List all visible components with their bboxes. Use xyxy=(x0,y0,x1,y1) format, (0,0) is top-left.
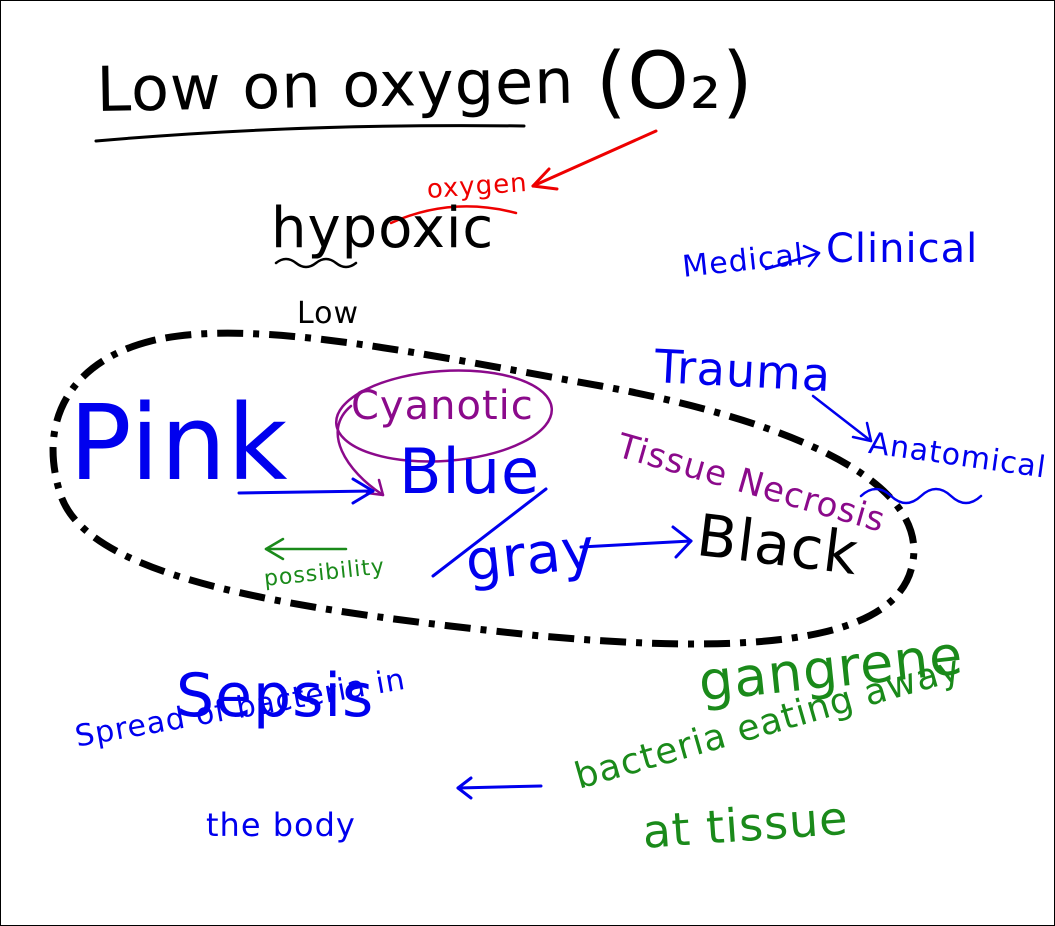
oxygen-formula: (O₂) xyxy=(596,37,754,127)
red-arrow xyxy=(531,129,658,188)
cyanotic-circle xyxy=(334,369,554,463)
clinical-word: Clinical xyxy=(826,226,979,272)
pink-blue-arrow xyxy=(237,489,375,495)
sepsis-definition-line2: the body xyxy=(206,806,356,844)
hypoxic-word: hypoxic xyxy=(271,196,495,261)
cyanotic-word: Cyanotic xyxy=(351,383,534,429)
gray-word: gray xyxy=(462,516,599,595)
gangrene-sepsis-arrow xyxy=(456,784,543,790)
red-arrowhead xyxy=(531,167,559,191)
trauma-arrow xyxy=(811,394,873,443)
dashed-oval xyxy=(49,329,918,648)
anatomical-squiggle xyxy=(859,487,983,505)
medical-arrow xyxy=(764,251,821,271)
black-word: Black xyxy=(693,501,863,589)
gangrene-definition-line2: at tissue xyxy=(640,790,851,859)
cyanotic-arrow xyxy=(336,404,385,497)
oxygen-label: oxygen xyxy=(425,167,529,205)
blue-word: Blue xyxy=(399,435,541,508)
oxygen-arc xyxy=(389,205,518,225)
pink-word: Pink xyxy=(69,382,289,504)
title-underline xyxy=(94,124,526,143)
hypo-squiggle xyxy=(274,257,358,269)
gray-black-arrow xyxy=(579,539,693,549)
blue-gray-slash xyxy=(431,487,548,578)
title-text: Low on oxygen xyxy=(95,44,576,126)
low-label: Low xyxy=(297,296,360,331)
sepsis-word: Sepsis xyxy=(176,661,375,731)
trauma-word: Trauma xyxy=(653,339,833,403)
